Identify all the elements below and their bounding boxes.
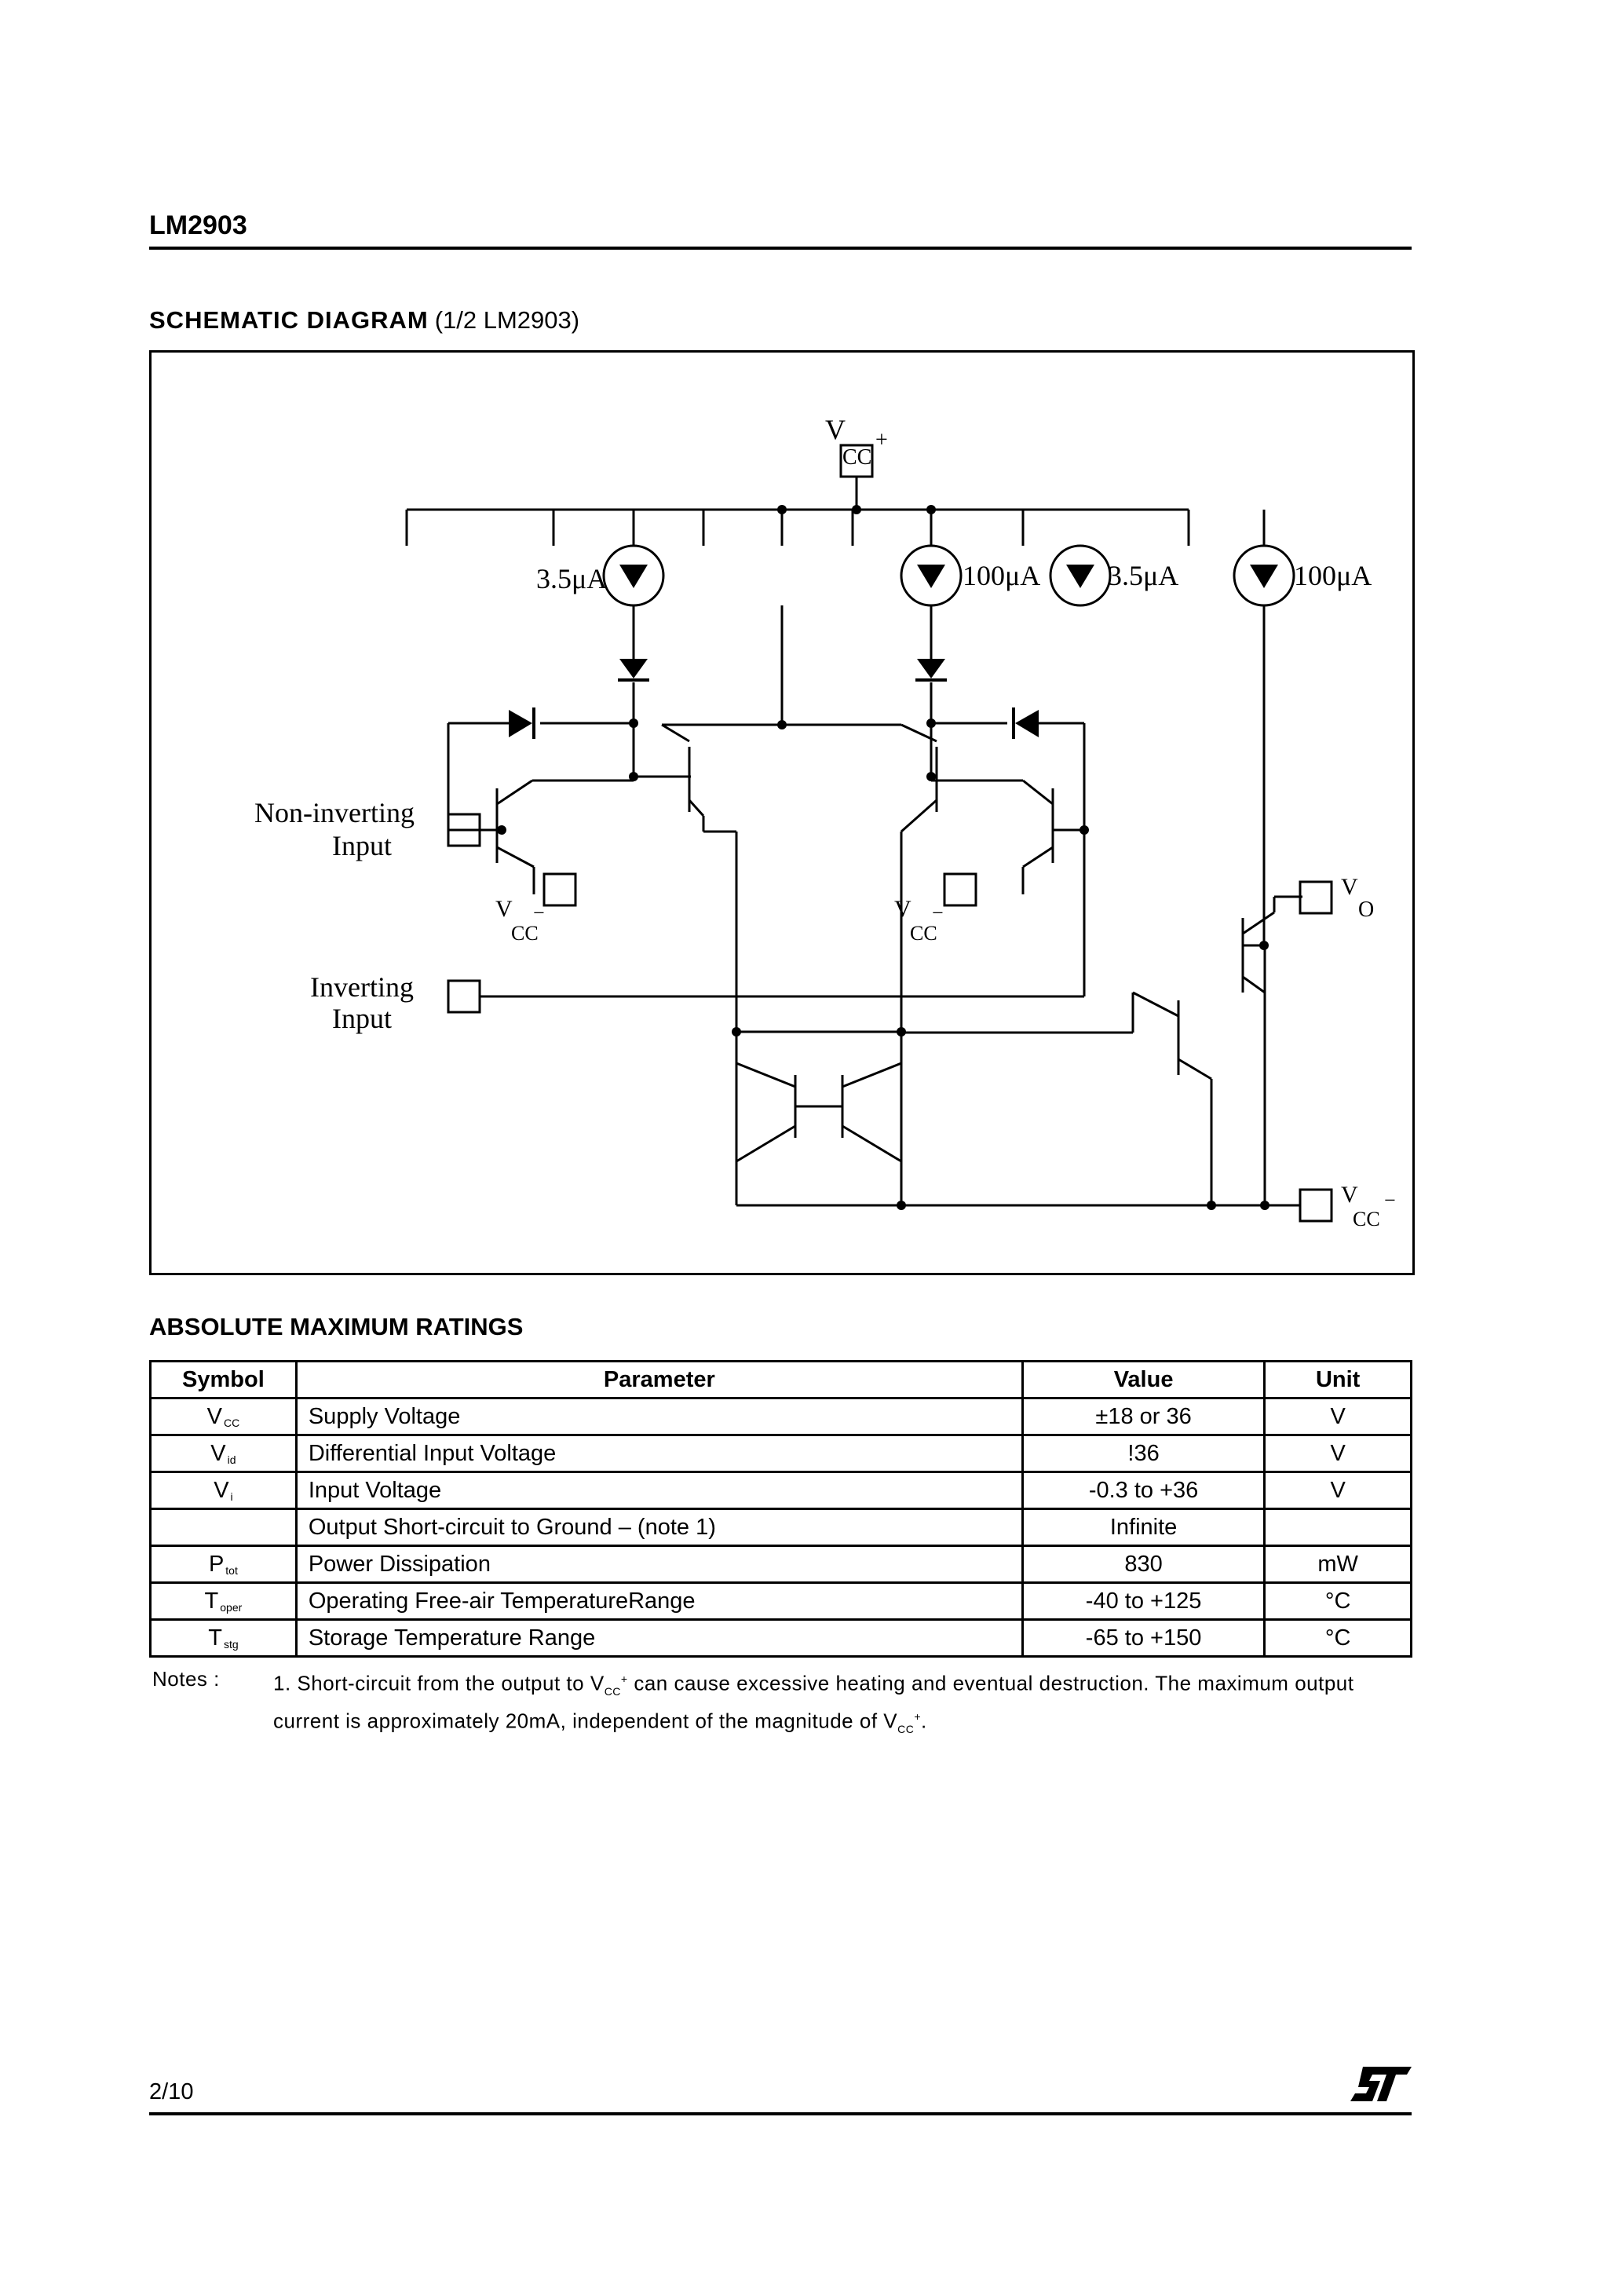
- cell-unit: °C: [1263, 1618, 1412, 1658]
- st-logo-icon: [1350, 2067, 1412, 2101]
- col-value: Value: [1021, 1360, 1266, 1399]
- col-parameter: Parameter: [294, 1360, 1024, 1399]
- inverting-label-2: Input: [332, 1003, 392, 1034]
- vcc-minus-out-cc: CC: [1353, 1208, 1380, 1230]
- cell-unit: mW: [1263, 1545, 1412, 1584]
- current-label-2: 100μA: [963, 560, 1040, 591]
- page-number: 2/10: [149, 2079, 194, 2104]
- table-header-row: Symbol Parameter Value Unit: [149, 1360, 1412, 1399]
- cell-unit: [1263, 1508, 1412, 1547]
- schematic-diagram: V CC + 3.5μA 100μA 3.5μA 100μA Non-inver…: [149, 350, 1415, 1275]
- vo-label-v: V: [1341, 874, 1358, 900]
- note-1: 1. Short-circuit from the output to VCC+…: [273, 1671, 1354, 1735]
- junction-dots: [497, 505, 1269, 1210]
- document-title: LM2903: [149, 210, 247, 240]
- cell-value: -40 to +125: [1021, 1581, 1266, 1621]
- cell-parameter: Input Voltage: [294, 1471, 1024, 1510]
- cell-unit: V: [1263, 1471, 1412, 1510]
- vcc-plus-label-v: V: [825, 414, 846, 445]
- st-logo: [1349, 2064, 1413, 2108]
- cell-parameter: Output Short-circuit to Ground – (note 1…: [294, 1508, 1024, 1547]
- vcc-minus-right-cc: CC: [910, 922, 937, 945]
- current-label-4: 100μA: [1294, 560, 1372, 591]
- vcc-minus-right-sign: −: [932, 901, 944, 924]
- current-label-3: 3.5μA: [1108, 560, 1178, 591]
- cell-value: -65 to +150: [1021, 1618, 1266, 1658]
- cell-value: Infinite: [1021, 1508, 1266, 1547]
- vcc-plus-label-cc: CC: [842, 445, 871, 470]
- vcc-minus-left-cc: CC: [511, 922, 539, 945]
- current-label-1: 3.5μA: [536, 563, 607, 594]
- table-row: Output Short-circuit to Ground – (note 1…: [149, 1508, 1412, 1547]
- vcc-minus-left-sign: −: [533, 901, 545, 924]
- cell-unit: V: [1263, 1397, 1412, 1436]
- cell-value: ±18 or 36: [1021, 1397, 1266, 1436]
- notes-label: Notes :: [152, 1667, 220, 1691]
- cell-parameter: Operating Free-air TemperatureRange: [294, 1581, 1024, 1621]
- ratings-title: ABSOLUTE MAXIMUM RATINGS: [149, 1313, 524, 1340]
- cell-value: !36: [1021, 1434, 1266, 1473]
- col-symbol: Symbol: [149, 1360, 298, 1399]
- cell-value: 830: [1021, 1545, 1266, 1584]
- vcc-plus-label-sign: +: [875, 428, 888, 452]
- schematic-heading: SCHEMATIC DIAGRAM(1/2 LM2903): [149, 306, 579, 335]
- schematic-subtitle: (1/2 LM2903): [434, 306, 580, 334]
- noninverting-label-1: Non-inverting: [254, 797, 415, 828]
- footer-rule: [149, 2112, 1412, 2115]
- cell-value: -0.3 to +36: [1021, 1471, 1266, 1510]
- vcc-minus-left-v: V: [495, 896, 513, 922]
- vcc-minus-output-pin: [1299, 1188, 1333, 1223]
- cell-parameter: Storage Temperature Range: [294, 1618, 1024, 1658]
- noninverting-input-pin: [447, 813, 481, 847]
- cell-parameter: Supply Voltage: [294, 1397, 1024, 1436]
- schematic-title: SCHEMATIC DIAGRAM: [149, 306, 429, 334]
- inverting-label-1: Inverting: [310, 971, 414, 1003]
- col-unit: Unit: [1263, 1360, 1412, 1399]
- output-pin: [1299, 880, 1333, 915]
- vcc-minus-pin-right: [943, 872, 977, 907]
- cell-parameter: Power Dissipation: [294, 1545, 1024, 1584]
- cell-unit: V: [1263, 1434, 1412, 1473]
- vcc-minus-out-v: V: [1341, 1182, 1358, 1208]
- noninverting-label-2: Input: [332, 830, 392, 861]
- header-rule: [149, 247, 1412, 250]
- wires: [405, 444, 1333, 1223]
- cell-unit: °C: [1263, 1581, 1412, 1621]
- vcc-minus-out-sign: −: [1384, 1189, 1396, 1212]
- cell-symbol: [149, 1508, 298, 1547]
- inverting-input-pin: [447, 979, 481, 1014]
- current-source-arrows: [509, 565, 1278, 739]
- vo-label-o: O: [1358, 898, 1374, 922]
- schematic-svg: V CC + 3.5μA 100μA 3.5μA 100μA Non-inver…: [254, 414, 1396, 1230]
- vcc-minus-pin-left: [542, 872, 577, 907]
- vcc-minus-right-v: V: [894, 896, 911, 922]
- cell-parameter: Differential Input Voltage: [294, 1434, 1024, 1473]
- schematic-labels: V CC + 3.5μA 100μA 3.5μA 100μA Non-inver…: [254, 414, 1396, 1230]
